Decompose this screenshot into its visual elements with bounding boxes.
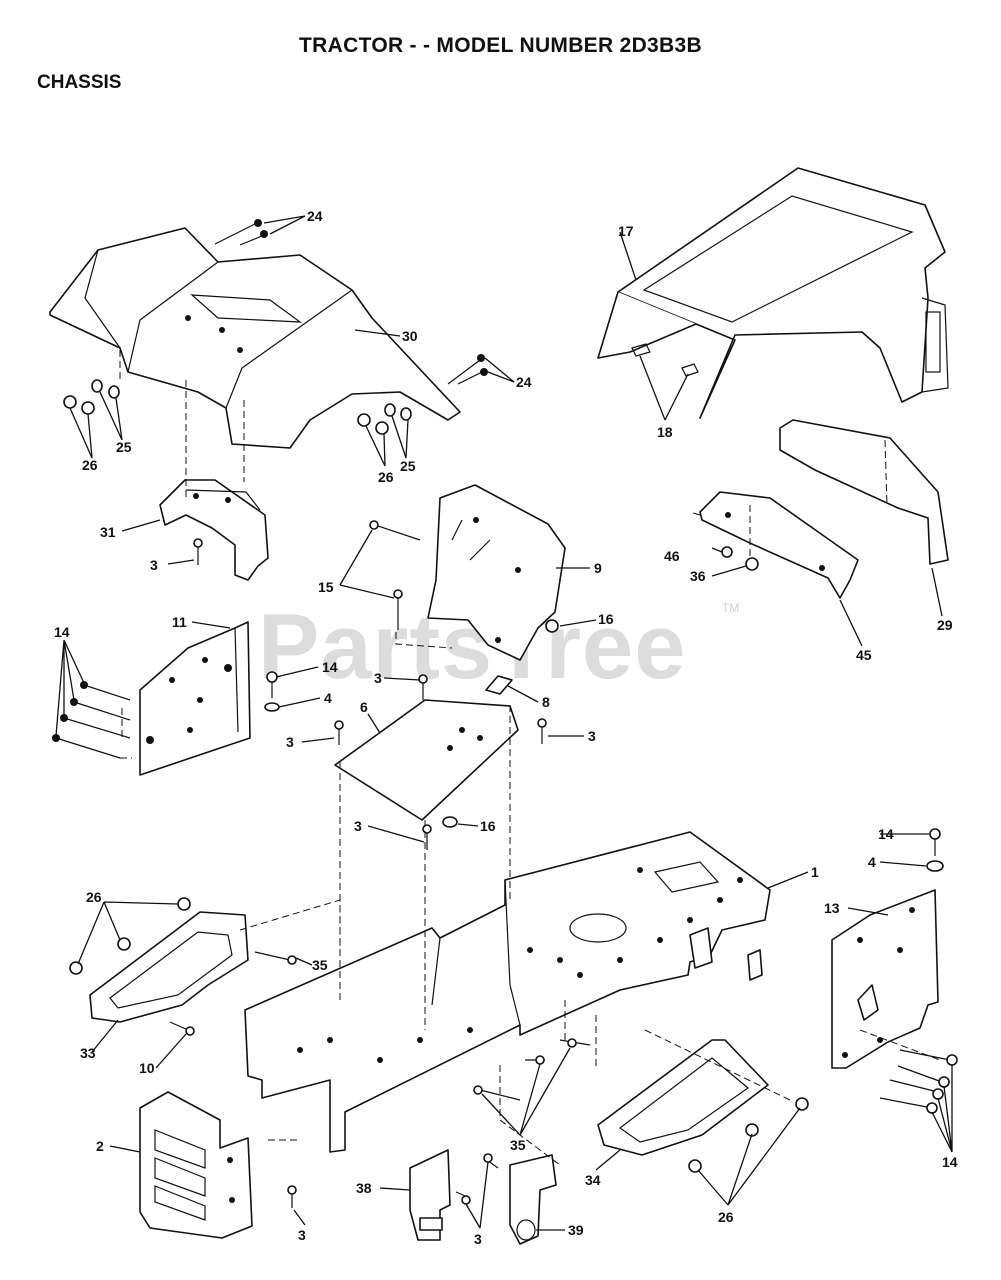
callout-35: 35 — [312, 957, 328, 973]
callout-33: 33 — [80, 1045, 96, 1061]
part-35-bolt[interactable] — [254, 951, 591, 1101]
callout-30: 30 — [402, 328, 418, 344]
callout-26: 26 — [378, 469, 394, 485]
page-title: TRACTOR - - MODEL NUMBER 2D3B3B — [299, 34, 702, 57]
callout-8: 8 — [542, 694, 550, 710]
callout-16: 16 — [480, 818, 496, 834]
part-11-side-plate[interactable] — [139, 621, 251, 776]
callout-35: 35 — [510, 1137, 526, 1153]
part-29-dash-panel[interactable] — [779, 419, 949, 565]
part-2-bracket[interactable] — [139, 1091, 253, 1239]
part-4-washer[interactable] — [264, 702, 280, 712]
callout-39: 39 — [568, 1222, 584, 1238]
part-38-bracket[interactable] — [409, 1149, 451, 1241]
part-24-bolt[interactable] — [214, 219, 488, 385]
section-heading: CHASSIS — [37, 72, 122, 93]
callout-13: 13 — [824, 900, 840, 916]
callout-labels: 24 24 30 25 26 25 26 17 18 31 3 15 9 16 … — [54, 208, 958, 1247]
callout-36: 36 — [690, 568, 706, 584]
callout-11: 11 — [172, 614, 187, 630]
part-14-bolt-right[interactable] — [879, 828, 958, 1114]
part-6-plate[interactable] — [334, 699, 519, 821]
callout-1: 1 — [811, 864, 819, 880]
callout-31: 31 — [100, 524, 116, 540]
callout-3: 3 — [286, 734, 294, 750]
callout-14: 14 — [878, 826, 894, 842]
part-9-panel[interactable] — [427, 484, 566, 661]
callout-14: 14 — [54, 624, 70, 640]
callout-3: 3 — [298, 1227, 306, 1243]
part-10-bolt[interactable] — [169, 1021, 195, 1036]
callout-3: 3 — [588, 728, 596, 744]
callout-26: 26 — [82, 457, 98, 473]
part-34-footrest[interactable] — [597, 1039, 769, 1156]
part-30-rear-fender[interactable] — [49, 227, 461, 449]
callout-25: 25 — [116, 439, 132, 455]
callout-46: 46 — [664, 548, 680, 564]
callout-24: 24 — [307, 208, 323, 224]
callout-16: 16 — [598, 611, 614, 627]
callout-2: 2 — [96, 1138, 104, 1154]
part-4-washer-right[interactable] — [926, 860, 944, 872]
part-16-nut-lower[interactable] — [442, 816, 458, 828]
callout-15: 15 — [318, 579, 334, 595]
callout-3: 3 — [474, 1231, 482, 1247]
callout-3: 3 — [150, 557, 158, 573]
part-33-footrest[interactable] — [89, 911, 249, 1023]
part-13-side-plate[interactable] — [831, 889, 939, 1069]
leader-lines — [55, 215, 953, 1231]
callout-3: 3 — [374, 670, 382, 686]
callout-10: 10 — [139, 1060, 155, 1076]
callout-38: 38 — [356, 1180, 372, 1196]
part-25-washer[interactable] — [91, 379, 412, 421]
part-26-nut[interactable] — [63, 395, 389, 435]
part-3-screw-lower[interactable] — [455, 1153, 499, 1205]
callout-4: 4 — [324, 690, 332, 706]
callout-6: 6 — [360, 699, 368, 715]
part-45-bracket[interactable] — [699, 491, 859, 599]
callout-25: 25 — [400, 458, 416, 474]
part-36-nut[interactable] — [745, 557, 759, 571]
callout-24: 24 — [516, 374, 532, 390]
callout-26: 26 — [86, 889, 102, 905]
part-46-washer[interactable] — [721, 546, 733, 558]
part-26-nut-footrest[interactable] — [69, 897, 809, 1173]
part-31-bracket[interactable] — [159, 479, 269, 581]
callout-3: 3 — [354, 818, 362, 834]
part-16-nut[interactable] — [545, 619, 559, 633]
part-17-hood[interactable] — [597, 167, 949, 419]
part-3-screw[interactable] — [193, 538, 547, 1208]
part-14-bolt[interactable] — [52, 671, 278, 759]
callout-9: 9 — [594, 560, 602, 576]
callout-14: 14 — [322, 659, 338, 675]
callout-34: 34 — [585, 1172, 601, 1188]
callout-4: 4 — [868, 854, 876, 870]
callout-45: 45 — [856, 647, 872, 663]
callout-26: 26 — [718, 1209, 734, 1225]
callout-29: 29 — [937, 617, 953, 633]
watermark-trademark: TM — [722, 601, 739, 615]
alignment-lines — [119, 350, 941, 1166]
callout-17: 17 — [618, 223, 634, 239]
part-15-bolt[interactable] — [369, 520, 421, 630]
callout-18: 18 — [657, 424, 673, 440]
callout-14: 14 — [942, 1154, 958, 1170]
part-1-main-frame[interactable] — [244, 831, 771, 1153]
part-8-clip[interactable] — [485, 675, 513, 695]
